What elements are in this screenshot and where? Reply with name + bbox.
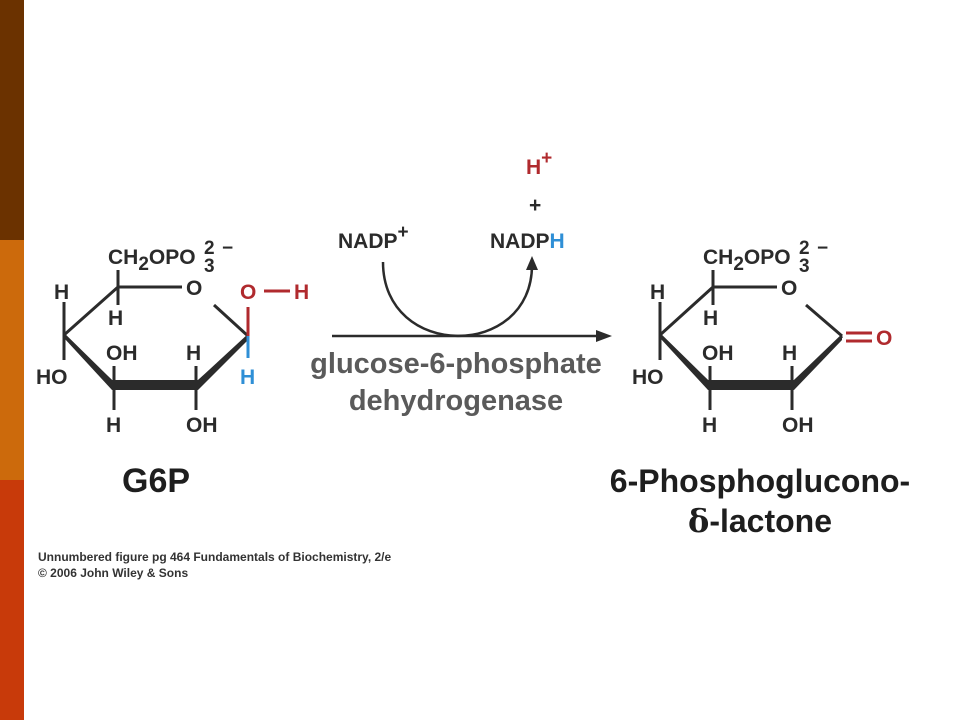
lactone-bold-left-wedge — [660, 335, 708, 390]
lactone-h-bottom: H — [702, 414, 717, 437]
g6p-bold-left-wedge — [64, 335, 112, 390]
figure-caption-line2: © 2006 John Wiley & Sons — [38, 566, 188, 580]
lactone-h-middle: H — [782, 342, 797, 365]
nadph-label: NADPH — [490, 230, 565, 253]
g6p-ho: HO — [36, 366, 68, 389]
g6p-h-left: H — [54, 281, 69, 304]
enzyme-name-line1: glucose-6-phosphate — [310, 348, 602, 380]
decorative-sidebar — [0, 0, 24, 720]
lactone-ring-oxygen: O — [781, 277, 797, 300]
cofactor-curved-arrow — [381, 261, 534, 337]
lactone-carbonyl-oxygen: O — [876, 327, 892, 350]
g6p-charge-minus: − — [222, 238, 233, 259]
lactone-oh-bottom: OH — [782, 414, 814, 437]
g6p-ring-oxygen: O — [186, 277, 202, 300]
g6p-name: G6P — [122, 462, 190, 500]
g6p-red-oxygen: O — [240, 281, 256, 304]
g6p-charge-superscript: 2 — [204, 238, 215, 259]
lactone-bold-bottom-edge — [708, 380, 794, 390]
g6p-h-top: H — [108, 307, 123, 330]
lactone-charge-minus: − — [817, 238, 828, 259]
proton-label: H+ — [526, 148, 552, 179]
g6p-phosphate-subscript: 3 — [204, 256, 215, 277]
main-reaction-arrowhead — [596, 330, 612, 342]
lactone-h-left: H — [650, 281, 665, 304]
lactone-name-line1: 6-Phosphoglucono- — [610, 463, 910, 499]
g6p-h-middle: H — [186, 342, 201, 365]
sidebar-segment-brown — [0, 0, 24, 240]
lactone-ho: HO — [632, 366, 664, 389]
lactone-structure: CH2OPO 2 3 − O H H OH H HO H OH O 6-Phos… — [610, 238, 910, 540]
g6p-ch2opo3-label: CH2OPO — [108, 246, 196, 275]
g6p-oh-bottom: OH — [186, 414, 218, 437]
sidebar-segment-orange — [0, 240, 24, 480]
lactone-charge-superscript: 2 — [799, 238, 810, 259]
figure-caption-line1: Unnumbered figure pg 464 Fundamentals of… — [38, 550, 392, 564]
cofactor-arrowhead — [526, 256, 538, 270]
nadp-label: NADP+ — [338, 222, 409, 253]
g6p-structure: CH2OPO 2 3 − O H H OH H HO H OH O H H G6… — [36, 238, 309, 500]
g6p-bold-right-wedge — [198, 336, 248, 390]
lactone-name-line2: δ-lactone — [688, 502, 832, 540]
reaction-arrow-group: H+ + NADP+ NADPH glucose-6-phosphate deh… — [310, 148, 612, 417]
g6p-oh-middle: OH — [106, 342, 138, 365]
g6p-blue-hydrogen: H — [240, 366, 255, 389]
lactone-ch2opo3-label: CH2OPO — [703, 246, 791, 275]
lactone-bold-right-wedge — [794, 336, 842, 390]
g6p-bold-bottom-edge — [112, 380, 198, 390]
g6p-h-bottom: H — [106, 414, 121, 437]
enzyme-name-line2: dehydrogenase — [349, 385, 563, 417]
plus-sign: + — [529, 194, 541, 217]
lactone-h-top: H — [703, 307, 718, 330]
lactone-phosphate-subscript: 3 — [799, 256, 810, 277]
sidebar-segment-red — [0, 480, 24, 720]
g6p-red-hydrogen: H — [294, 281, 309, 304]
lactone-oh-middle: OH — [702, 342, 734, 365]
